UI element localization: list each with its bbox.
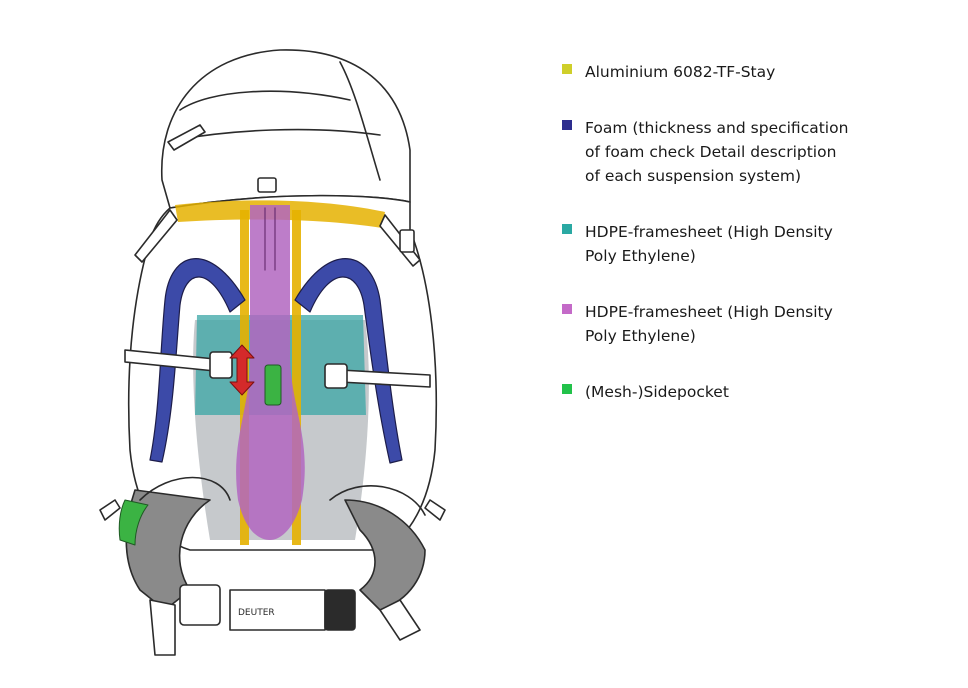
lid-buckle-icon bbox=[257, 177, 277, 193]
aluminium-stay-right bbox=[292, 210, 301, 545]
hipbelt-right bbox=[344, 499, 426, 611]
legend-label: (Mesh-)Sidepocket bbox=[585, 383, 729, 401]
legend-swatch bbox=[562, 224, 572, 234]
legend-label: HDPE-framesheet (High Density Poly Ethyl… bbox=[585, 303, 833, 345]
sternum-buckle-right-icon bbox=[324, 363, 348, 389]
legend-swatch bbox=[562, 64, 572, 74]
legend: Aluminium 6082-TF-Stay Foam (thickness a… bbox=[560, 60, 960, 436]
hipbelt-buckle-icon bbox=[179, 584, 221, 626]
legend-label: Aluminium 6082-TF-Stay bbox=[585, 63, 776, 81]
brand-logo: DEUTER bbox=[238, 608, 275, 618]
legend-label: HDPE-framesheet (High Density Poly Ethyl… bbox=[585, 223, 833, 265]
legend-item-aluminium-stay: Aluminium 6082-TF-Stay bbox=[560, 60, 960, 84]
sternum-buckle-left-icon bbox=[209, 351, 233, 379]
legend-item-foam: Foam (thickness and specification of foa… bbox=[560, 116, 960, 188]
legend-item-hdpe-purple: HDPE-framesheet (High Density Poly Ethyl… bbox=[560, 300, 960, 348]
zipper-icon bbox=[167, 124, 206, 151]
legend-item-mesh-sidepocket: (Mesh-)Sidepocket bbox=[560, 380, 960, 404]
hipbelt-slider-icon bbox=[324, 589, 356, 631]
mesh-center-panel bbox=[264, 364, 282, 406]
shoulder-strap-right bbox=[294, 258, 403, 464]
legend-item-hdpe-teal: HDPE-framesheet (High Density Poly Ethyl… bbox=[560, 220, 960, 268]
backpack-illustration: DEUTER bbox=[99, 49, 446, 656]
legend-swatch bbox=[562, 304, 572, 314]
legend-label: Foam (thickness and specification of foa… bbox=[585, 119, 849, 185]
legend-swatch bbox=[562, 384, 572, 394]
adjustment-arrow-icon bbox=[229, 344, 255, 396]
mesh-sidepocket bbox=[118, 499, 149, 546]
shoulder-strap-left bbox=[149, 258, 246, 463]
legend-swatch bbox=[562, 120, 572, 130]
